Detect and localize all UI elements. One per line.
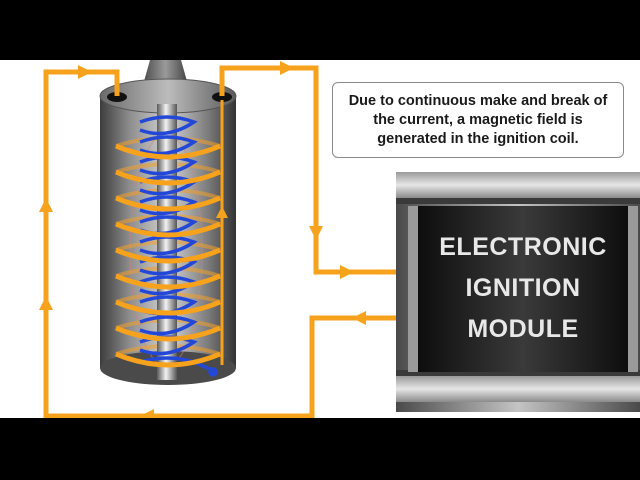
- caption-text: Due to continuous make and break of the …: [348, 92, 608, 147]
- module-bottom-band: [396, 376, 640, 402]
- primary-terminal-right: [212, 92, 232, 102]
- module-left-post: [408, 206, 418, 372]
- current-flow-arrows: [39, 61, 366, 418]
- module-label: ELECTRONIC IGNITION MODULE: [439, 232, 607, 343]
- diagram-stage: Due to continuous make and break of the …: [0, 60, 640, 418]
- ignition-coil-diagram: [39, 60, 640, 418]
- arrow-left-bottom: [140, 409, 154, 418]
- arrow-right-top-right: [280, 61, 294, 75]
- primary-terminal-left: [107, 92, 127, 102]
- arrow-down-right: [309, 226, 323, 240]
- arrow-right-top-left: [78, 65, 92, 79]
- arrow-left-module-bottom: [352, 311, 366, 325]
- arrow-up-left-2: [39, 296, 53, 310]
- module-bottom-band-shadow: [396, 370, 640, 376]
- arrow-up-left-1: [39, 198, 53, 212]
- arrow-up-internal: [216, 206, 228, 218]
- wire-left-loop: [43, 69, 400, 418]
- caption-box: Due to continuous make and break of the …: [332, 82, 624, 158]
- ignition-module: [396, 172, 640, 412]
- primary-winding-front: [115, 143, 221, 368]
- arrow-right-module-top: [340, 265, 354, 279]
- module-top-band: [396, 172, 640, 198]
- module-top-band-shadow: [396, 198, 640, 204]
- module-front-panel: [410, 206, 636, 372]
- module-right-post: [628, 206, 638, 372]
